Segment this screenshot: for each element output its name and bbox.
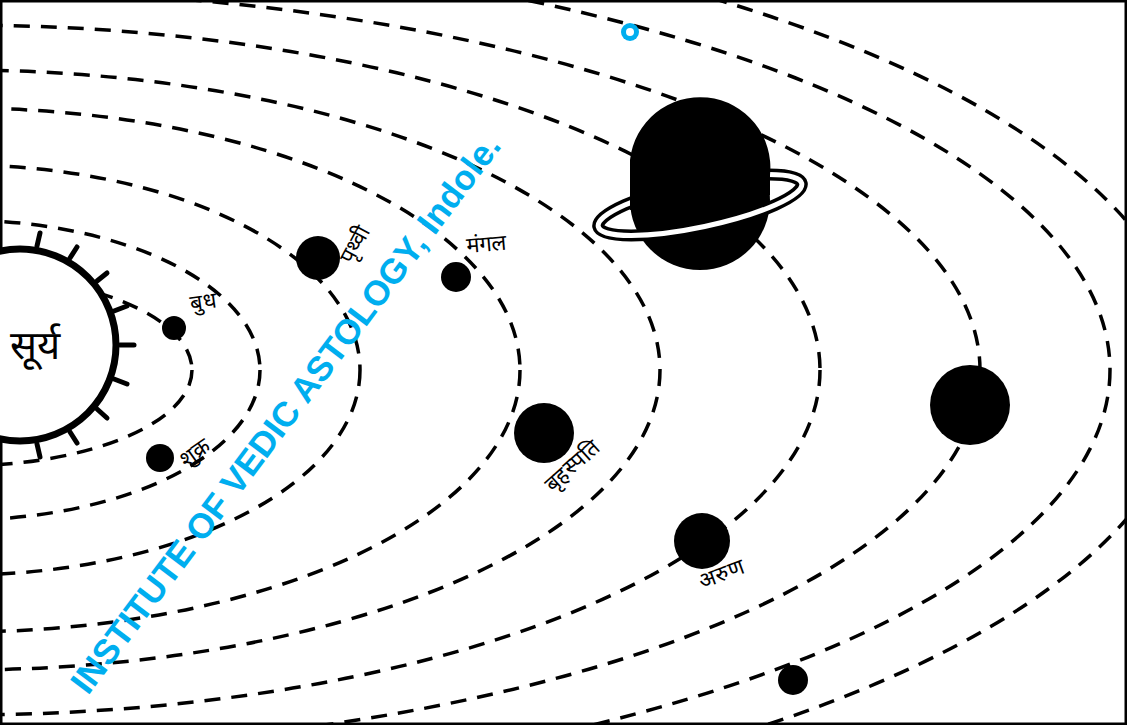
- planet-label: मंगल: [465, 232, 507, 257]
- mars: [441, 262, 471, 292]
- earth: [296, 236, 340, 280]
- sun-disc: [0, 249, 116, 441]
- sun-circle: सूर्य: [0, 245, 120, 445]
- planet-label: बुध: [188, 289, 218, 315]
- uranus: [674, 513, 730, 569]
- watermark-icon: [621, 23, 639, 41]
- sun-label: सूर्य: [10, 325, 60, 365]
- orbit: [0, 0, 980, 725]
- jupiter: [514, 403, 574, 463]
- watermark: INSTITUTE OF VEDIC ASTOLOGY, Indole.: [64, 128, 506, 699]
- pluto: [778, 665, 808, 695]
- planet-label: पृथ्वी: [336, 222, 374, 267]
- venus: [146, 444, 174, 472]
- orbit: [0, 25, 820, 715]
- saturn-ring: [594, 97, 807, 248]
- planet-label: शुक्र: [176, 435, 215, 471]
- neptune: [930, 365, 1010, 445]
- mercury: [162, 316, 186, 340]
